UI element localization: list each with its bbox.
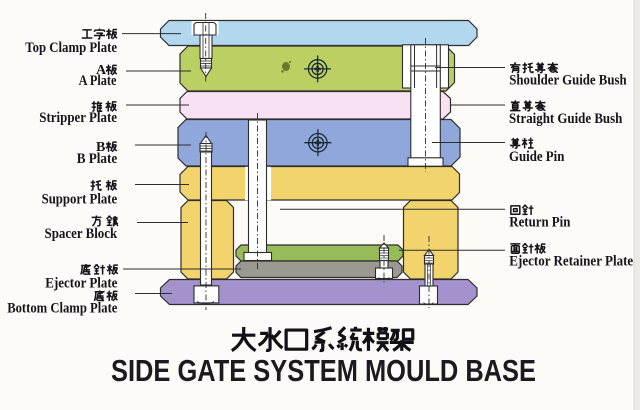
svg-text:Support Plate: Support Plate bbox=[42, 191, 118, 207]
svg-text:Return Pin: Return Pin bbox=[509, 215, 570, 231]
svg-text:Bottom Clamp Plate: Bottom Clamp Plate bbox=[7, 301, 118, 317]
svg-text:A Plate: A Plate bbox=[79, 73, 117, 89]
svg-text:Spacer Block: Spacer Block bbox=[45, 226, 118, 242]
svg-text:Ejector Retainer Plate: Ejector Retainer Plate bbox=[509, 253, 633, 269]
svg-text:Ejector Plate: Ejector Plate bbox=[45, 275, 118, 291]
svg-text:Guide Pin: Guide Pin bbox=[509, 149, 564, 165]
svg-text:B: B bbox=[96, 140, 105, 155]
svg-text:B Plate: B Plate bbox=[77, 151, 118, 167]
svg-text:SIDE GATE SYSTEM MOULD BASE: SIDE GATE SYSTEM MOULD BASE bbox=[111, 353, 536, 388]
svg-text:Top Clamp Plate: Top Clamp Plate bbox=[25, 40, 117, 56]
svg-text:Stripper Plate: Stripper Plate bbox=[39, 110, 117, 126]
svg-text:Shoulder Guide Bush: Shoulder Guide Bush bbox=[509, 73, 626, 89]
svg-text:A: A bbox=[96, 63, 107, 78]
svg-text:Straight Guide Bush: Straight Guide Bush bbox=[509, 111, 622, 127]
